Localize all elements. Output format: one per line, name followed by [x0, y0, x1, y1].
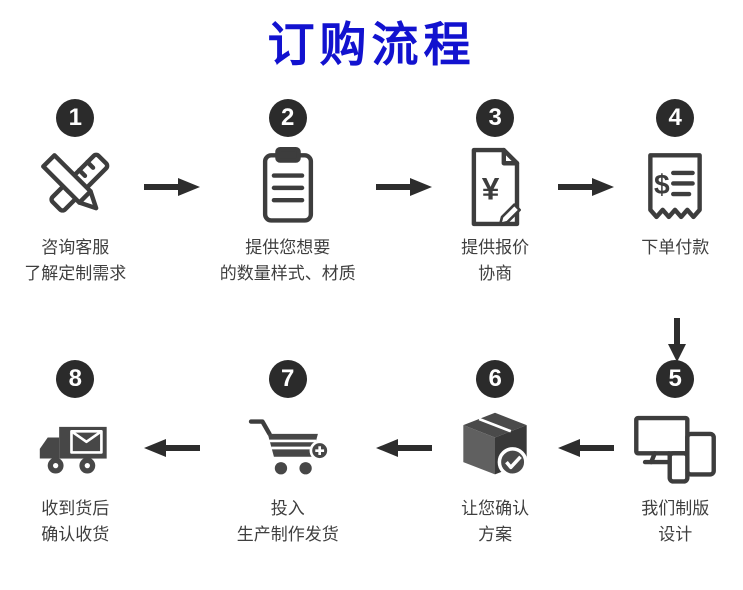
- pencil-ruler-icon: [31, 143, 119, 231]
- step-label: 提供您想要 的数量样式、材质: [219, 238, 356, 284]
- box-check-icon: [451, 404, 539, 492]
- clipboard-icon: [244, 143, 332, 231]
- step-label: 提供报价 协商: [461, 238, 530, 284]
- step-number-badge: 6: [476, 359, 515, 398]
- step-number-badge: 2: [268, 99, 307, 137]
- arrow-left-icon: [143, 437, 201, 459]
- step-2: 2 提供您想要 的数量样式、材质: [201, 99, 375, 288]
- step-label: 下单付款: [641, 238, 710, 257]
- shopping-cart-icon: [244, 404, 332, 492]
- arrow-left-icon: [557, 437, 615, 459]
- step-5: 5 我们制版 设计: [615, 359, 735, 549]
- step-6: 6 让您确认 方案: [433, 359, 558, 549]
- design-devices-icon: [631, 404, 719, 492]
- step-number-badge: 7: [268, 359, 307, 398]
- quote-document-icon: ¥: [451, 143, 539, 231]
- step-label: 我们制版 设计: [641, 498, 710, 545]
- arrow-right-icon: [375, 176, 433, 198]
- page-title: 订购流程: [267, 18, 476, 71]
- step-number-badge: 1: [56, 99, 95, 137]
- step-1: 1: [8, 99, 143, 288]
- receipt-icon: $: [631, 143, 719, 231]
- step-label: 收到货后 确认收货: [41, 498, 110, 545]
- step-number-badge: 8: [56, 359, 95, 398]
- yen-glyph: ¥: [482, 170, 500, 206]
- arrow-down-icon: [666, 318, 688, 362]
- step-number-badge: 5: [656, 359, 695, 398]
- step-7: 7 投入 生产制作发货: [201, 359, 375, 549]
- delivery-truck-icon: [31, 404, 119, 492]
- process-row-bottom: 8 收到货后 确认收货: [0, 359, 743, 549]
- step-number-badge: 3: [476, 99, 515, 137]
- step-number-badge: 4: [656, 99, 695, 137]
- step-8: 8 收到货后 确认收货: [8, 359, 143, 549]
- arrow-right-icon: [143, 176, 201, 198]
- step-label: 咨询客服 了解定制需求: [24, 238, 127, 284]
- step-4: 4 $ 下单付款: [615, 99, 735, 261]
- arrow-left-icon: [375, 437, 433, 459]
- dollar-glyph: $: [654, 169, 670, 200]
- step-label: 让您确认 方案: [461, 498, 530, 545]
- step-label: 投入 生产制作发货: [236, 498, 339, 545]
- arrow-right-icon: [557, 176, 615, 198]
- process-row-top: 1: [0, 99, 743, 288]
- step-3: 3 ¥ 提供报价 协商: [433, 99, 558, 288]
